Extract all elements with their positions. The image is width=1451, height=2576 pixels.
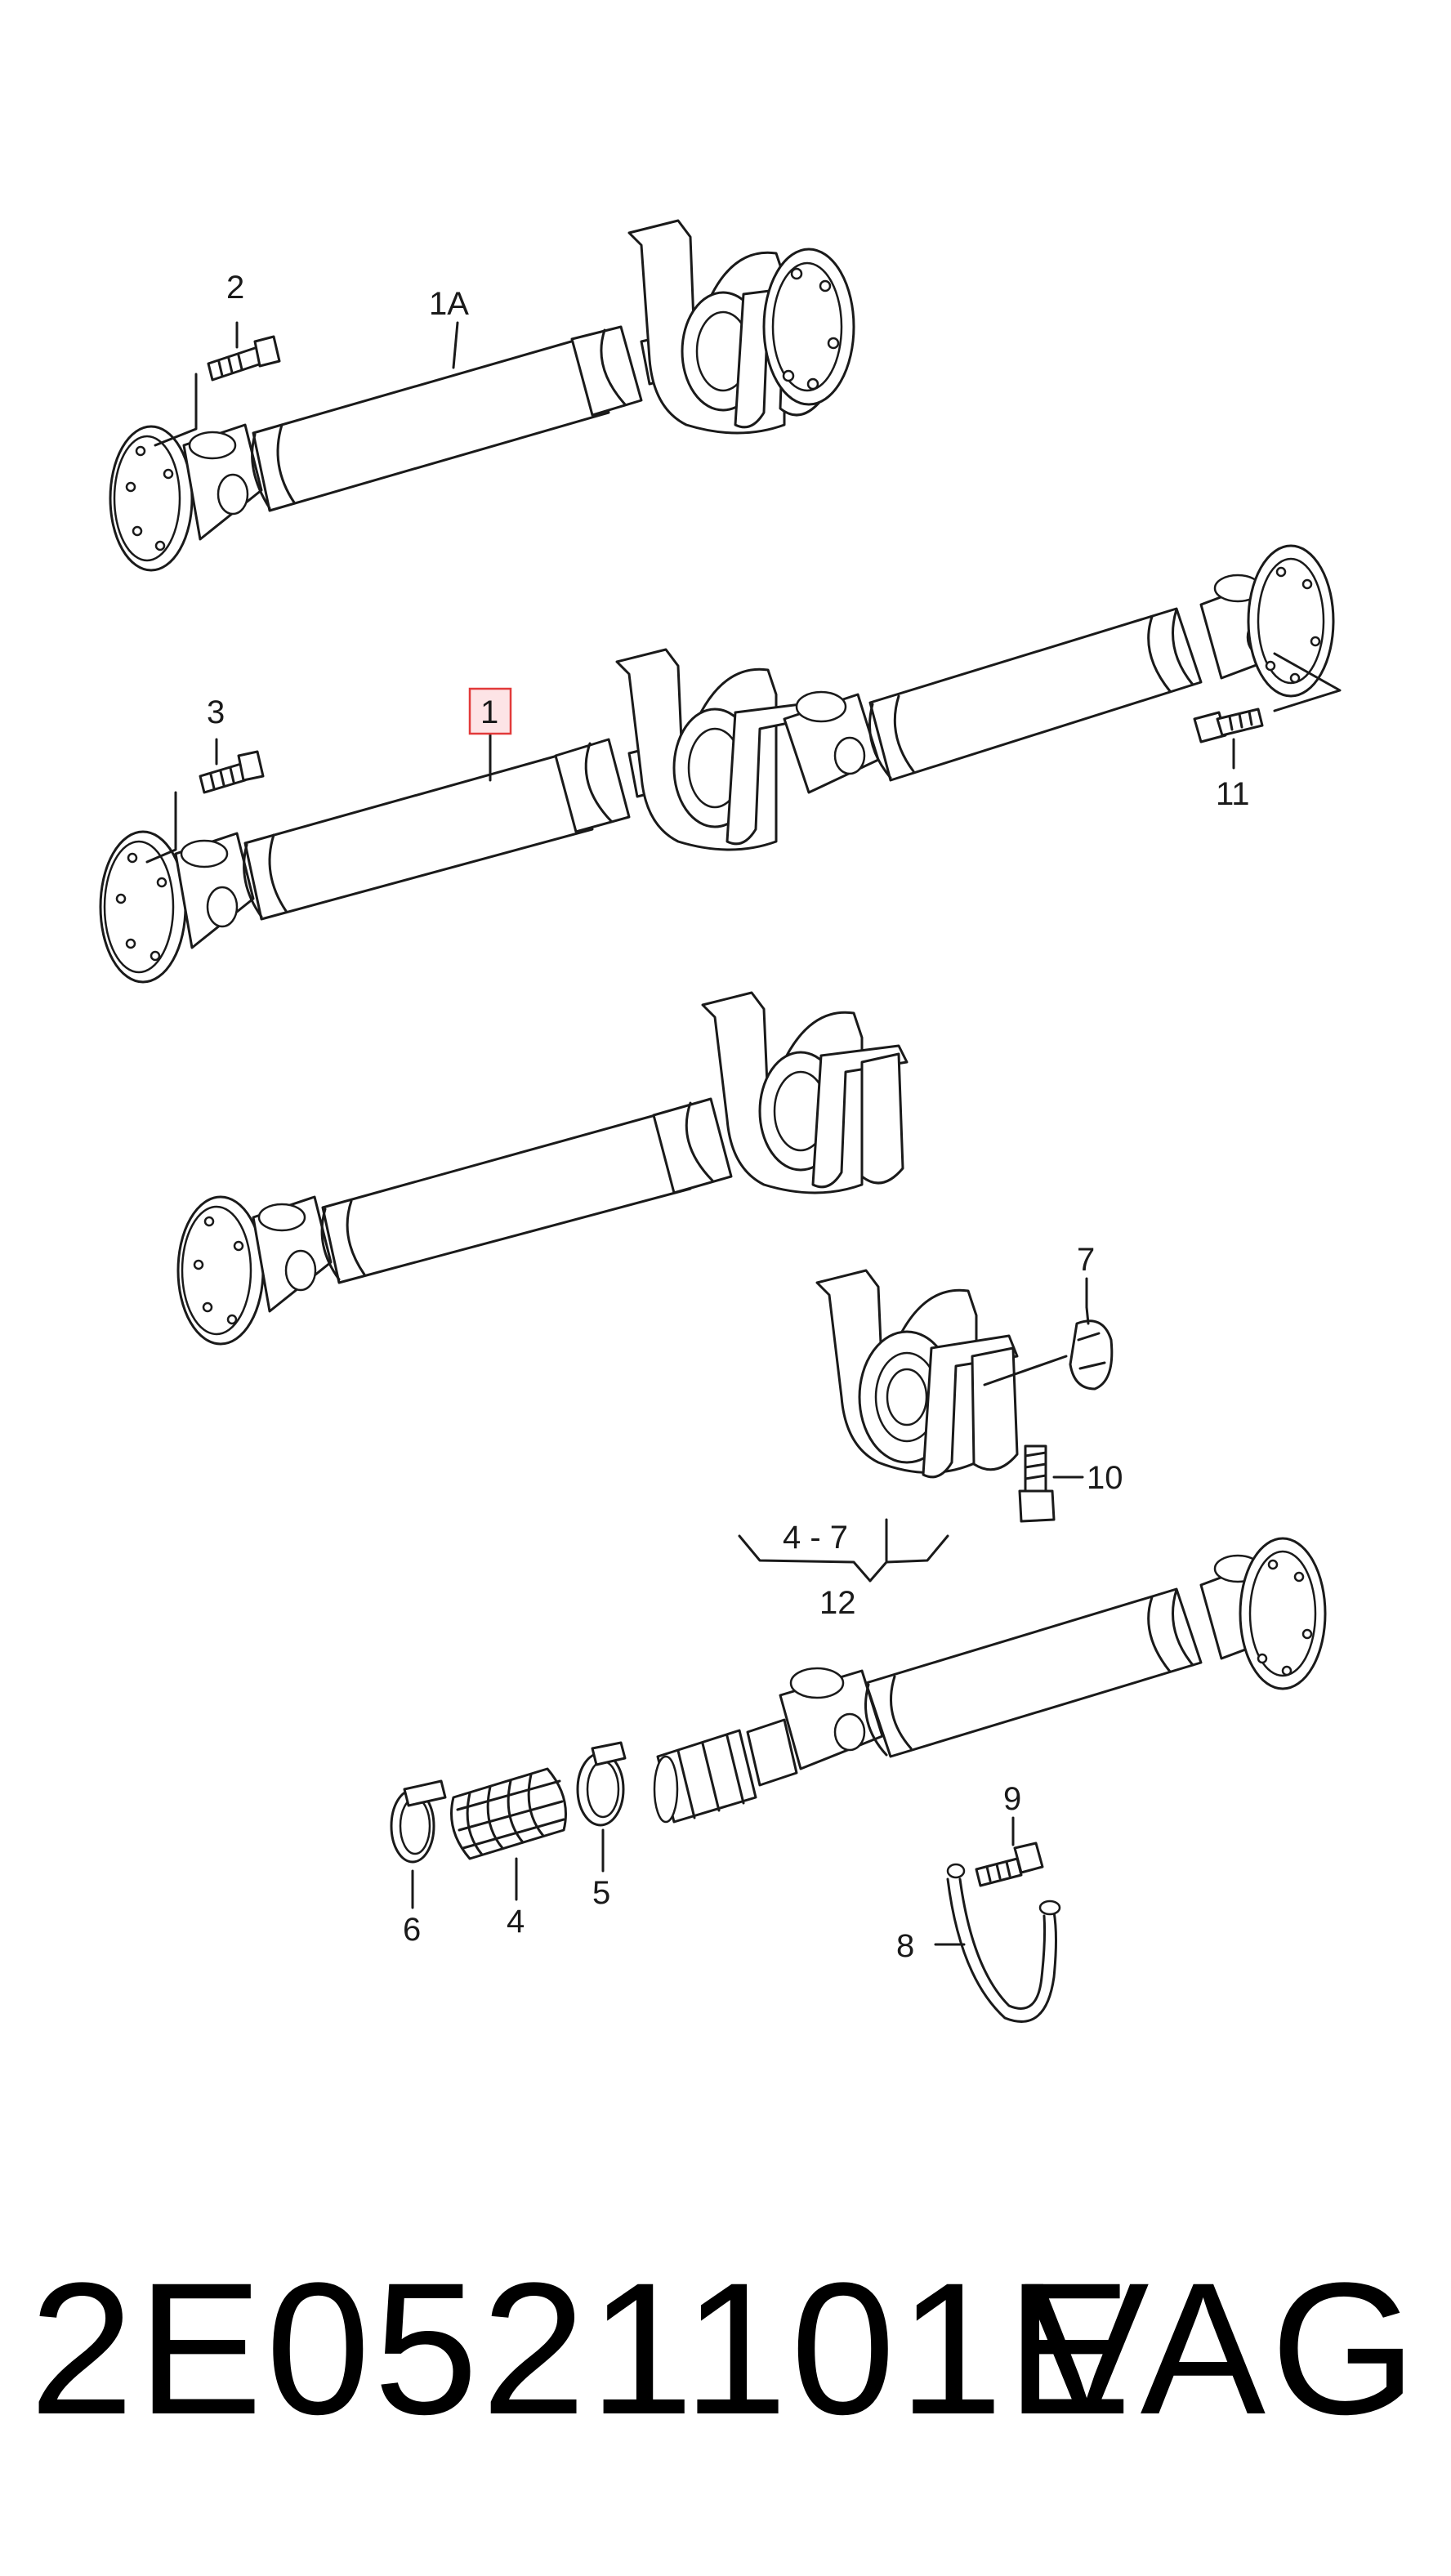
callout-1A: 1A (429, 286, 469, 322)
callout-2: 2 (226, 270, 244, 306)
callout-1: 1 (480, 694, 498, 730)
leader-lines (215, 321, 1235, 1946)
bolt-3 (145, 750, 265, 864)
drive-shaft-3 (176, 991, 909, 1346)
retaining-clip-7 (983, 1306, 1114, 1391)
part-number: 2E0521101E (29, 2243, 1136, 2453)
bolt-10 (1018, 1444, 1084, 1523)
bellows-boot-4 (450, 1767, 567, 1860)
drive-shaft-1A (109, 219, 855, 572)
hose-clamp-5 (576, 1741, 627, 1827)
drive-shaft-sliding (653, 1537, 1327, 1824)
bolt-11 (1193, 708, 1264, 743)
exploded-parts-diagram: 1A 2 3 1 11 7 10 4 - 7 12 6 4 5 9 8 (99, 219, 1342, 2023)
callout-12: 12 (819, 1585, 856, 1621)
footer-caption: 2E0521101E VAG (0, 2230, 1451, 2476)
callout-8: 8 (896, 1928, 914, 1964)
center-bearing-4-7 (815, 1269, 1019, 1479)
brand-name: VAG (1024, 2243, 1422, 2453)
drive-shaft-1 (99, 544, 1342, 984)
group-bracket-4-7 (738, 1534, 949, 1583)
callout-4-7: 4 - 7 (783, 1520, 848, 1556)
callout-9: 9 (1003, 1781, 1021, 1817)
callout-3: 3 (207, 694, 225, 730)
callout-5: 5 (592, 1875, 610, 1911)
callout-7: 7 (1077, 1242, 1095, 1278)
callout-4: 4 (507, 1904, 525, 1940)
hose-clamp-6 (390, 1779, 447, 1864)
callout-6: 6 (403, 1912, 421, 1948)
bolt-2 (154, 335, 281, 447)
u-bracket-8 (946, 1863, 1061, 2023)
callout-10: 10 (1087, 1460, 1123, 1496)
highlight-box-1 (468, 687, 512, 735)
bolt-9 (975, 1842, 1044, 1887)
callout-11: 11 (1216, 776, 1250, 812)
